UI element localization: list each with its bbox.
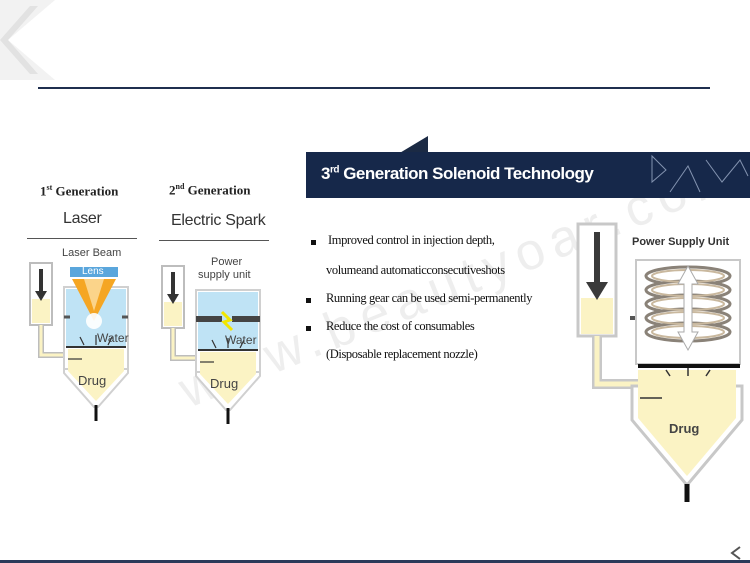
gen3-psu-label: Power Supply Unit (632, 236, 730, 248)
banner (306, 152, 750, 198)
back-chevron-icon[interactable] (0, 0, 60, 80)
gen1-title: 1st Generation (40, 183, 119, 199)
next-chevron-icon[interactable] (728, 546, 744, 560)
gen1-laser-beam-label: Laser Beam (62, 247, 122, 259)
bullet-marker (306, 326, 311, 331)
gen1-diagram (29, 262, 129, 421)
gen2-psu-label-1: Power (211, 256, 243, 268)
bullet-marker (306, 298, 311, 303)
gen3-diagram (576, 222, 744, 502)
gen1-drug-label: Drug (78, 373, 107, 388)
bullet-1-line-1: Improved control in injection depth, (328, 233, 495, 247)
bullet-2-line-1: Running gear can be used semi-permanentl… (326, 291, 533, 305)
bullet-marker (311, 240, 316, 245)
gen1-lens-label: Lens (82, 266, 104, 277)
gen1-divider (27, 238, 137, 239)
header-divider (38, 87, 710, 89)
gen2-psu-label-2: supply unit (198, 269, 251, 281)
gen2-water-label: Water (225, 333, 257, 347)
bullet-3-line-1: Reduce the cost of consumables (326, 319, 475, 333)
banner-title: 3rd Generation Solenoid Technology (321, 164, 594, 183)
gen2-diagram (161, 265, 261, 424)
gen2-divider (159, 240, 269, 241)
footer-divider (0, 560, 750, 563)
gen1-water-label: Water (97, 331, 129, 345)
gen3-drug-label: Drug (669, 421, 700, 436)
gen1-subtitle: Laser (63, 210, 102, 227)
gen2-subtitle: Electric Spark (171, 212, 266, 229)
bullet-3-line-2: (Disposable replacement nozzle) (326, 347, 478, 361)
bullet-1-line-2: volumeand automaticconsecutiveshots (326, 263, 505, 277)
gen2-title: 2nd Generation (169, 182, 251, 198)
gen2-drug-label: Drug (210, 376, 239, 391)
banner-line-art (651, 154, 749, 193)
banner-tab-triangle (398, 136, 428, 154)
